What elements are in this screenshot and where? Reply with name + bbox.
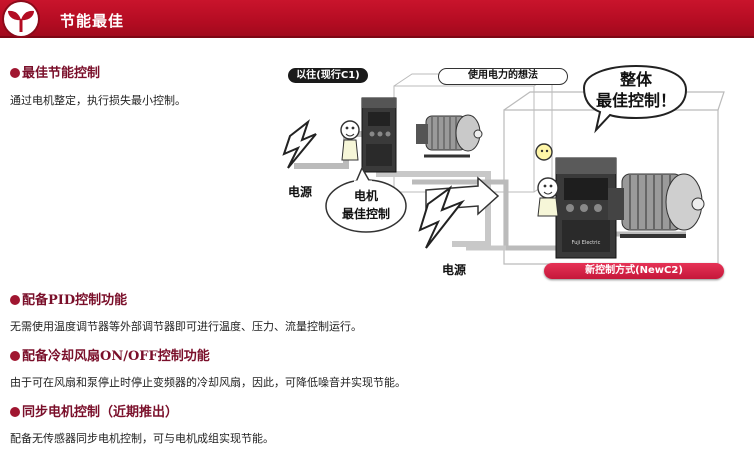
section-title-cooling-fan: 配备冷却风扇ON/OFF控制功能	[10, 345, 210, 364]
diagram-illustration: Fuji Electric	[282, 64, 725, 265]
power-label-bottom: 电源	[442, 263, 467, 277]
bubble-right-line2: 最佳控制！	[595, 91, 676, 110]
bubble-left-line1: 电机	[353, 189, 378, 203]
bubble-left-line2: 最佳控制	[341, 207, 390, 221]
bullet-icon	[10, 295, 20, 305]
leaf-logo-icon	[4, 2, 38, 36]
header-title: 节能最佳	[60, 12, 125, 30]
section-title-sync-motor: 同步电机控制（近期推出）	[10, 401, 178, 420]
label-new-control: 新控制方式(NewC2)	[544, 263, 724, 279]
section-desc-pid: 无需使用温度调节器等外部调节器即可进行温度、压力、流量控制运行。	[10, 320, 362, 333]
section-desc-sync-motor: 配备无传感器同步电机控制，可与电机成组实现节能。	[10, 432, 274, 445]
bullet-icon	[10, 68, 20, 78]
header-bar: 节能最佳	[0, 0, 754, 38]
label-power-idea: 使用电力的想法	[438, 68, 568, 85]
label-old-control: 以往(现行C1)	[288, 68, 368, 83]
section-desc-cooling-fan: 由于可在风扇和泵停止时停止变频器的冷却风扇，因此，可降低噪音并实现节能。	[10, 376, 406, 389]
section-desc-optimal-energy: 通过电机整定，执行损失最小控制。	[10, 94, 186, 107]
power-label-left: 电源	[288, 185, 313, 199]
inverter-brand-text: Fuji Electric	[572, 240, 601, 246]
bubble-right-line1: 整体	[619, 70, 652, 89]
section-title-pid: 配备PID控制功能	[10, 289, 127, 308]
energy-control-diagram: Fuji Electric	[266, 64, 726, 280]
bullet-icon	[10, 351, 20, 361]
bullet-icon	[10, 407, 20, 417]
section-title-optimal-energy: 最佳节能控制	[10, 62, 100, 81]
